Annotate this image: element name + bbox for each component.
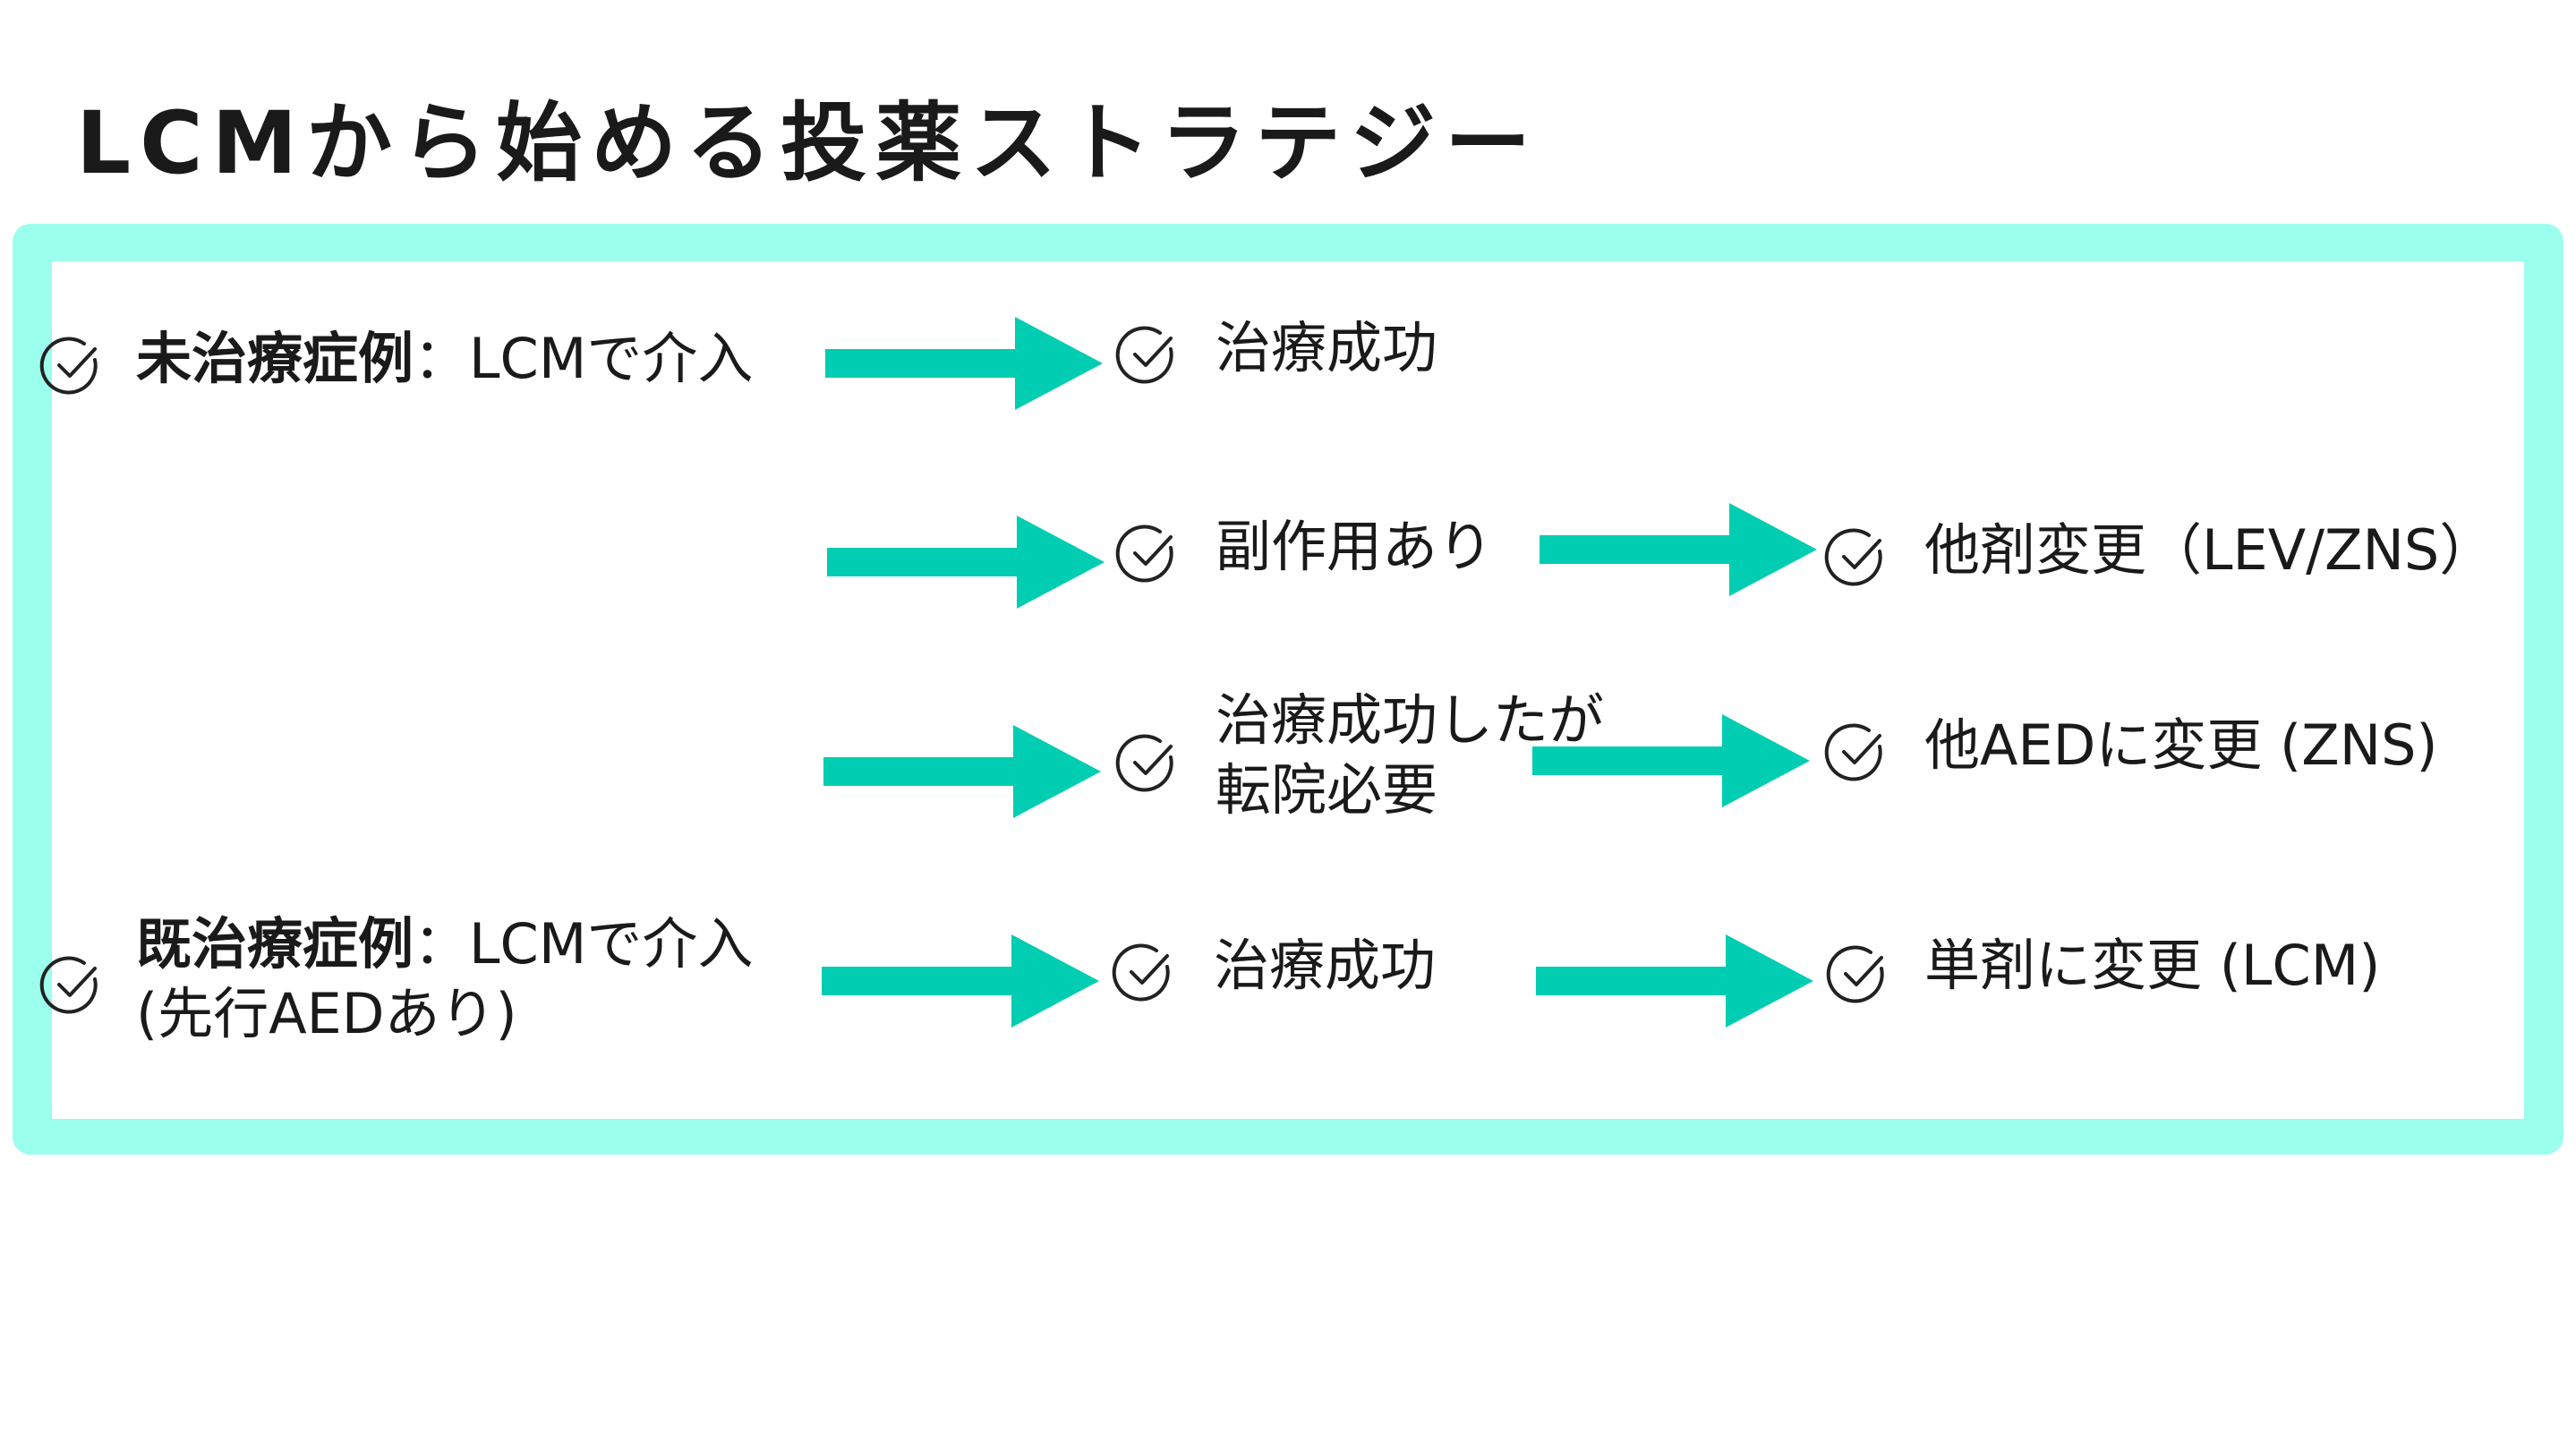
arrow-right-icon <box>822 934 1099 1028</box>
outcome-treated-success: 治療成功 <box>1214 933 1437 998</box>
diagram-panel <box>52 261 2524 1119</box>
treated-label-bold: 既治療症例 <box>136 911 414 977</box>
arrow-right-icon <box>823 725 1101 818</box>
untreated-label: 未治療症例：LCMで介入 <box>136 324 753 394</box>
next-step-side-effect: 他剤変更（LEV/ZNS） <box>1924 517 2495 583</box>
check-circle-icon <box>1824 526 1889 591</box>
check-circle-icon <box>39 335 104 399</box>
check-circle-icon <box>1826 943 1890 1008</box>
treated-label-rest: ：LCMで介入 <box>414 911 754 977</box>
untreated-label-bold: 未治療症例 <box>136 326 414 391</box>
check-circle-icon <box>1115 523 1180 587</box>
outcome-side-effect: 副作用あり <box>1215 514 1494 579</box>
treated-label-line2: (先行AEDあり) <box>136 981 517 1046</box>
check-circle-icon <box>1824 721 1889 786</box>
page-title: LCMから始める投薬ストラテジー <box>76 93 1540 193</box>
arrow-right-icon <box>1540 503 1817 596</box>
arrow-right-icon <box>1532 714 1810 807</box>
check-circle-icon <box>1115 324 1180 388</box>
next-step-treated-success: 単剤に変更 (LCM) <box>1924 933 2381 998</box>
arrow-right-icon <box>825 317 1103 410</box>
outcome-transfer: 治療成功したが 転院必要 <box>1215 686 1604 825</box>
outcome-transfer-line2: 転院必要 <box>1215 757 1438 823</box>
check-circle-icon <box>1115 732 1180 797</box>
check-circle-icon <box>39 954 104 1019</box>
untreated-label-rest: ：LCMで介入 <box>414 326 754 391</box>
next-step-transfer: 他AEDに変更 (ZNS) <box>1924 712 2438 778</box>
arrow-right-icon <box>827 516 1105 609</box>
arrow-right-icon <box>1536 934 1813 1028</box>
outcome-success: 治療成功 <box>1215 315 1438 380</box>
outcome-transfer-line1: 治療成功したが <box>1215 687 1605 753</box>
check-circle-icon <box>1112 942 1176 1006</box>
treated-label: 既治療症例：LCMで介入 (先行AEDあり) <box>136 909 753 1049</box>
